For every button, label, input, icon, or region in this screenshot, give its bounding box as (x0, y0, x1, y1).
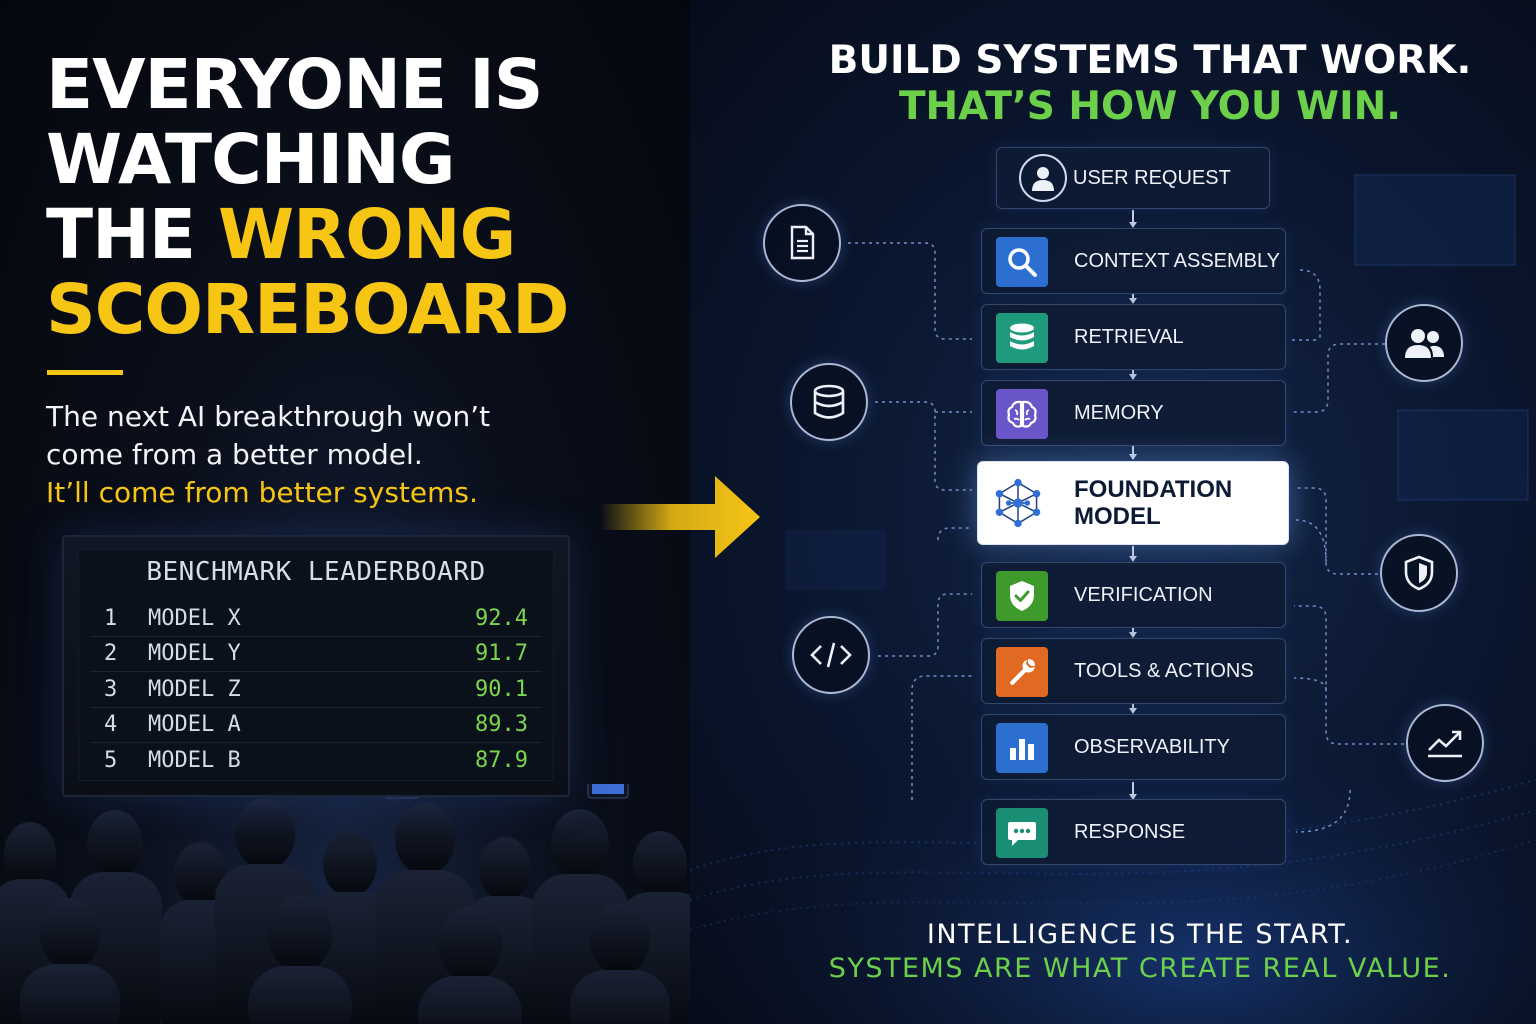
headline-the: THE (46, 195, 218, 275)
wrench-icon (996, 647, 1048, 697)
row-score: 90.1 (475, 677, 528, 702)
step-label-line-2: MODEL (1074, 503, 1161, 530)
headline-line-3: THE WRONG (46, 198, 666, 273)
users-icon (1385, 304, 1463, 382)
accent-rule (47, 370, 123, 375)
headline-line-1: EVERYONE IS (46, 45, 543, 125)
leaderboard-row: 5 MODEL B 87.9 (90, 744, 542, 779)
step-retrieval: RETRIEVAL (981, 304, 1286, 370)
step-label: VERIFICATION (1074, 583, 1213, 606)
subtext-line-3: It’ll come from better systems. (46, 476, 478, 509)
benchmark-leaderboard: BENCHMARK LEADERBOARD 1 MODEL X 92.4 2 M… (62, 535, 570, 797)
shield-check-icon (996, 571, 1048, 621)
row-model: MODEL A (148, 712, 241, 737)
step-label: TOOLS & ACTIONS (1074, 659, 1254, 682)
step-label: USER REQUEST (1073, 166, 1231, 189)
row-model: MODEL Z (148, 677, 241, 702)
step-label: OBSERVABILITY (1074, 735, 1230, 758)
row-rank: 1 (104, 606, 118, 631)
row-score: 89.3 (475, 712, 528, 737)
row-rank: 4 (104, 712, 118, 737)
row-model: MODEL Y (148, 641, 241, 666)
headline-line-4: SCOREBOARD (46, 270, 569, 350)
leaderboard-title: BENCHMARK LEADERBOARD (146, 557, 486, 587)
row-model: MODEL B (148, 748, 241, 773)
step-tools-actions: TOOLS & ACTIONS (981, 638, 1286, 704)
search-icon (996, 237, 1048, 287)
subtext-line-2: come from a better model. (46, 438, 423, 471)
step-label: FOUNDATION MODEL (1074, 462, 1232, 544)
leaderboard-row: 4 MODEL A 89.3 (90, 708, 542, 743)
right-title: BUILD SYSTEMS THAT WORK. THAT’S HOW YOU … (690, 38, 1536, 130)
user-icon (1019, 154, 1067, 202)
trend-chart-icon (1406, 704, 1484, 782)
row-rank: 3 (104, 677, 118, 702)
footer-line-1: INTELLIGENCE IS THE START. (926, 919, 1354, 950)
bar-chart-icon (996, 723, 1048, 773)
left-panel: EVERYONE IS WATCHING THE WRONG SCOREBOAR… (0, 0, 690, 1024)
document-icon (763, 204, 841, 282)
footer-tagline: INTELLIGENCE IS THE START. SYSTEMS ARE W… (760, 918, 1520, 986)
step-verification: VERIFICATION (981, 562, 1286, 628)
row-rank: 2 (104, 641, 118, 666)
headline-line-2: WATCHING (46, 120, 456, 200)
subtext: The next AI breakthrough won’t come from… (46, 398, 606, 512)
audience-silhouettes (0, 784, 690, 1024)
row-model: MODEL X (148, 606, 241, 631)
chat-icon (996, 808, 1048, 858)
network-icon (992, 478, 1044, 528)
database-icon (996, 313, 1048, 363)
step-label-line-1: FOUNDATION (1074, 476, 1233, 503)
headline: EVERYONE IS WATCHING THE WRONG SCOREBOAR… (46, 48, 666, 348)
shield-icon (1380, 534, 1458, 612)
transition-arrow-icon (600, 476, 760, 558)
step-label: RETRIEVAL (1074, 325, 1184, 348)
leaderboard-row: 1 MODEL X 92.4 (90, 602, 542, 637)
row-score: 87.9 (475, 748, 528, 773)
database-icon (790, 363, 868, 441)
right-title-line-1: BUILD SYSTEMS THAT WORK. (828, 38, 1472, 83)
step-user-request: USER REQUEST (996, 147, 1270, 209)
step-memory: MEMORY (981, 380, 1286, 446)
step-label: MEMORY (1074, 401, 1164, 424)
step-foundation-model: FOUNDATION MODEL (977, 461, 1289, 545)
step-response: RESPONSE (981, 799, 1286, 865)
leaderboard-row: 2 MODEL Y 91.7 (90, 637, 542, 672)
row-rank: 5 (104, 748, 118, 773)
subtext-line-1: The next AI breakthrough won’t (46, 400, 491, 433)
right-title-line-2: THAT’S HOW YOU WIN. (898, 84, 1402, 129)
footer-line-2: SYSTEMS ARE WHAT CREATE REAL VALUE. (828, 953, 1452, 984)
leaderboard-row: 3 MODEL Z 90.1 (90, 673, 542, 708)
step-observability: OBSERVABILITY (981, 714, 1286, 780)
row-score: 92.4 (475, 606, 528, 631)
row-score: 91.7 (475, 641, 528, 666)
step-context-assembly: CONTEXT ASSEMBLY (981, 228, 1286, 294)
headline-wrong: WRONG (217, 195, 516, 275)
brain-icon (996, 389, 1048, 439)
code-icon (792, 616, 870, 694)
step-label: CONTEXT ASSEMBLY (1074, 249, 1280, 272)
step-label: RESPONSE (1074, 820, 1186, 843)
